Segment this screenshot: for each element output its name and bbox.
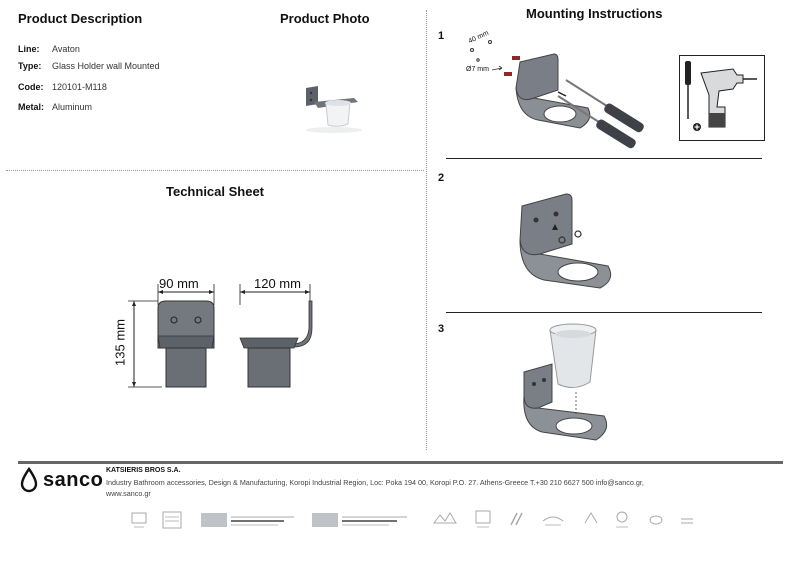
cert-badge-2 (161, 509, 183, 531)
tools-box (679, 55, 765, 141)
depth-dimension: 120 mm (254, 276, 301, 291)
technical-sheet-heading: Technical Sheet (166, 184, 265, 199)
product-photo (306, 86, 362, 133)
cert-badge-5 (508, 509, 526, 531)
cert-badge-1 (128, 509, 150, 531)
spec-type: Type:Glass Holder wall Mounted (18, 61, 160, 71)
sanco-drop-icon (20, 467, 38, 493)
product-description-heading: Product Description (18, 11, 143, 26)
step-divider-2 (446, 312, 762, 313)
cert-badge-7 (582, 509, 600, 531)
technical-drawing (128, 284, 313, 388)
step-divider-1 (446, 158, 762, 159)
step-2-number: 2 (438, 172, 445, 184)
plus-icon (693, 123, 701, 131)
spec-code: Code:120101-M118 (18, 82, 107, 92)
height-dimension: 135 mm (112, 319, 128, 366)
cert-badge-4 (474, 509, 492, 531)
cert-badge-3 (432, 509, 458, 531)
brand-logo: sanco (18, 467, 103, 493)
website-link[interactable]: www.sanco.gr (106, 489, 151, 498)
step-1-illustration (470, 40, 644, 149)
spec-line: Line:Avaton (18, 44, 80, 54)
brand-name: sanco (43, 468, 104, 491)
spec-metal: Metal:Aluminum (18, 102, 93, 112)
drill-diameter-label: Ø7 mm (466, 66, 489, 73)
product-photo-heading: Product Photo (280, 11, 370, 26)
step-1-number: 1 (438, 30, 445, 42)
company-address: Industry Bathroom accessories, Design & … (106, 477, 726, 499)
cert-badge-quality (200, 509, 300, 531)
section-divider (6, 170, 424, 171)
mounting-instructions-heading: Mounting Instructions (526, 6, 663, 21)
cert-badge-9 (647, 509, 665, 531)
step-3-illustration (523, 323, 608, 441)
column-divider (426, 10, 427, 450)
company-name: KATSIERIS BROS S.A. (106, 467, 181, 474)
address-line-1: Industry Bathroom accessories, Design & … (106, 478, 644, 487)
step-2-illustration (519, 193, 612, 289)
cert-badge-8 (613, 509, 631, 531)
drill-icon (700, 68, 757, 128)
cert-badge-environment (311, 509, 411, 531)
step-3-number: 3 (438, 323, 445, 335)
cert-badge-6 (541, 509, 565, 531)
screwdriver-icon (685, 61, 691, 119)
cert-badge-10 (678, 509, 696, 531)
footer-bar (18, 461, 783, 464)
width-dimension: 90 mm (159, 276, 199, 291)
